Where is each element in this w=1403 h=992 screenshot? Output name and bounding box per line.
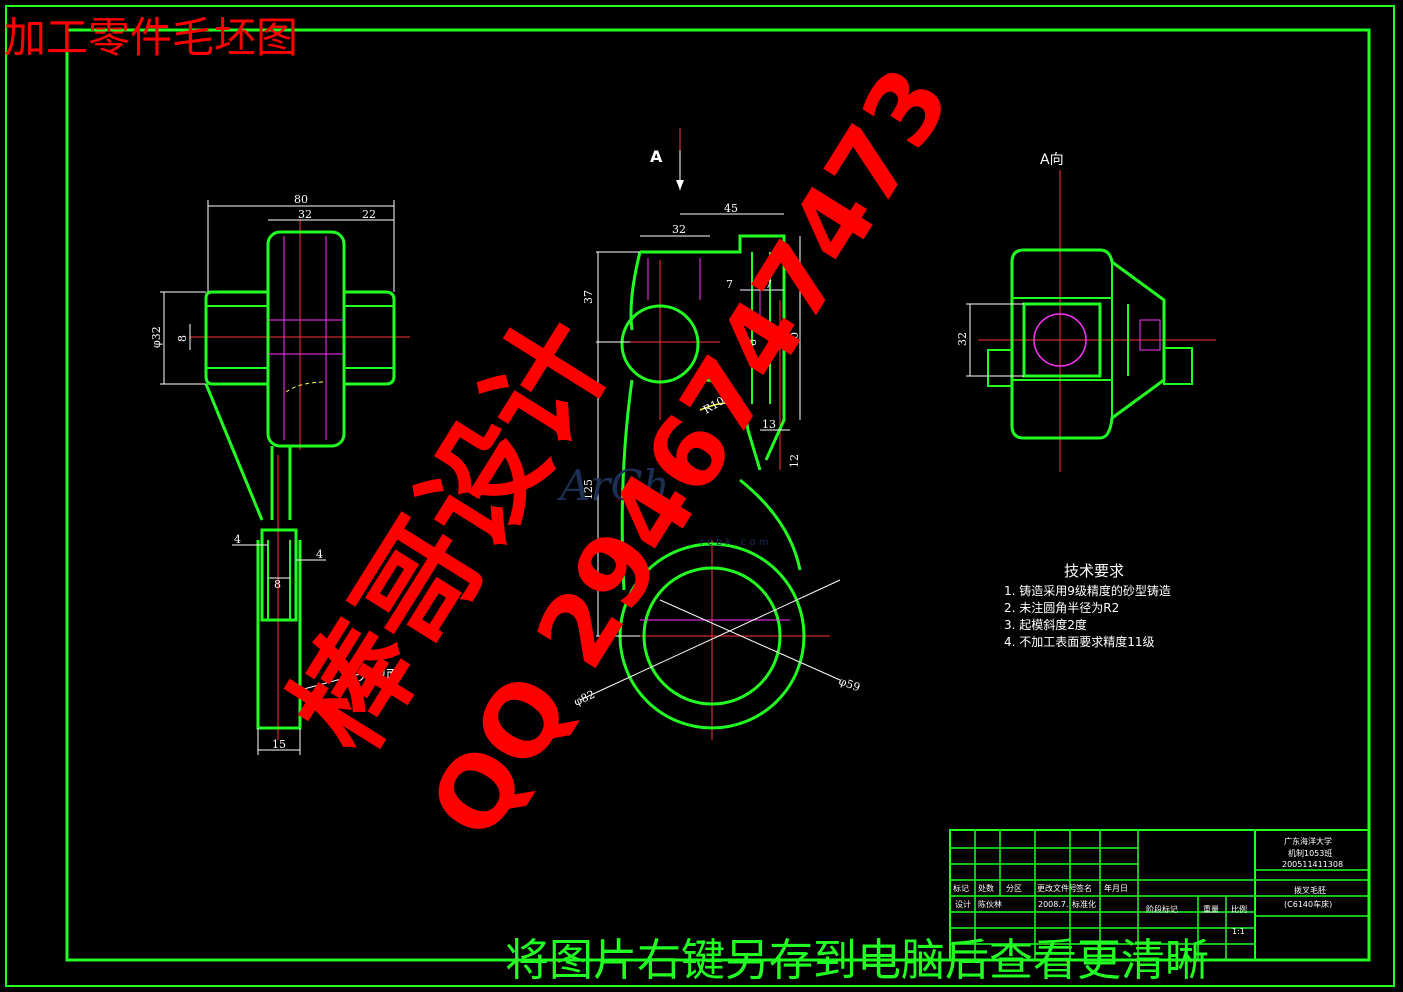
dim-center-12: 12 bbox=[788, 454, 801, 468]
dim-center-37: 37 bbox=[582, 290, 595, 304]
dim-center-125: 125 bbox=[582, 479, 595, 500]
watermark: 棒哥设计 QQ 2946747473 bbox=[267, 49, 973, 858]
tech-heading: 技术要求 bbox=[1064, 562, 1124, 580]
tb-hdr-sign: 签名 bbox=[1076, 883, 1092, 893]
view-label-a-direction: A向 bbox=[1040, 152, 1064, 168]
tb-std-label: 标准化 bbox=[1072, 899, 1096, 909]
tech-item-3: 3. 起模斜度2度 bbox=[1004, 617, 1087, 632]
dim-left-phi: φ32 bbox=[150, 326, 163, 348]
dim-left-8h: 8 bbox=[274, 578, 281, 591]
drawing-title: 加工零件毛坯图 bbox=[4, 13, 298, 62]
tb-part-name: 拨叉毛胚 bbox=[1294, 885, 1326, 895]
dim-left-15: 15 bbox=[272, 738, 286, 751]
dim-center-32: 32 bbox=[672, 223, 686, 236]
faint-logo-dots: r c b k . c o m bbox=[700, 537, 769, 548]
tb-student-id: 200511411308 bbox=[1282, 860, 1343, 869]
tb-hdr-count: 处数 bbox=[978, 883, 994, 893]
tech-item-4: 4. 不加工表面要求精度11级 bbox=[1004, 634, 1155, 649]
footer-save-hint: 将图片右键另存到电脑后查看更清晰 bbox=[505, 935, 1209, 986]
dim-left-4b: 4 bbox=[316, 548, 323, 561]
dim-right-32: 32 bbox=[956, 332, 969, 346]
tb-hdr-mark: 标记 bbox=[953, 883, 969, 893]
dim-center-7: 7 bbox=[726, 278, 733, 291]
dim-left-8v: 8 bbox=[176, 335, 189, 342]
center-view: A 45 32 17 7 37 8 90 R10 8 13 12 125 φ82… bbox=[556, 128, 862, 740]
dim-center-45: 45 bbox=[724, 202, 738, 215]
tb-scale-label: 比例 bbox=[1231, 904, 1247, 914]
tb-school: 广东海洋大学 bbox=[1284, 836, 1332, 846]
outer-frame bbox=[5, 5, 1395, 987]
left-view: 80 32 22 φ32 8 4 4 8 15 分型面 bbox=[150, 193, 410, 755]
dim-left-22: 22 bbox=[362, 208, 376, 221]
tb-design-label: 设计 bbox=[955, 899, 971, 909]
tech-item-2: 2. 未注圆角半径为R2 bbox=[1004, 600, 1119, 615]
tb-hdr-docno: 更改文件号 bbox=[1037, 883, 1077, 893]
tb-stage-label: 阶段标记 bbox=[1146, 904, 1178, 914]
dim-center-phi59: φ59 bbox=[837, 675, 862, 695]
tb-hdr-date: 年月日 bbox=[1104, 883, 1128, 893]
dim-left-80: 80 bbox=[294, 193, 308, 206]
dim-center-8b: 8 bbox=[702, 438, 709, 451]
tb-class: 机制1053班 bbox=[1288, 848, 1332, 858]
title-block: 广东海洋大学 机制1053班 200511411308 拨叉毛胚 (C6140车… bbox=[949, 829, 1370, 961]
tb-date: 2008.7. bbox=[1038, 900, 1069, 909]
technical-requirements: 技术要求 1. 铸造采用9级精度的砂型铸造 2. 未注圆角半径为R2 3. 起模… bbox=[1004, 562, 1171, 649]
tb-scale: 1:1 bbox=[1232, 927, 1245, 936]
right-view: A向 32 bbox=[956, 152, 1216, 472]
dim-center-17: 17 bbox=[758, 278, 772, 291]
dim-left-32: 32 bbox=[298, 208, 312, 221]
view-label-a: A bbox=[650, 147, 663, 166]
tb-part-sub: (C6140车床) bbox=[1284, 899, 1332, 909]
tech-item-1: 1. 铸造采用9级精度的砂型铸造 bbox=[1004, 583, 1171, 598]
tb-weight-label: 重量 bbox=[1203, 904, 1219, 914]
dim-center-8: 8 bbox=[746, 339, 759, 346]
parting-surface-label: 分型面 bbox=[358, 668, 400, 684]
inner-frame bbox=[65, 28, 1371, 962]
dim-left-4a: 4 bbox=[234, 533, 241, 546]
tb-hdr-zone: 分区 bbox=[1006, 884, 1022, 893]
tb-designer: 陈伙林 bbox=[978, 899, 1002, 909]
dim-center-90: 90 bbox=[788, 332, 801, 346]
dim-center-13: 13 bbox=[762, 418, 776, 431]
faint-logo-watermark: ArCh bbox=[556, 461, 670, 510]
